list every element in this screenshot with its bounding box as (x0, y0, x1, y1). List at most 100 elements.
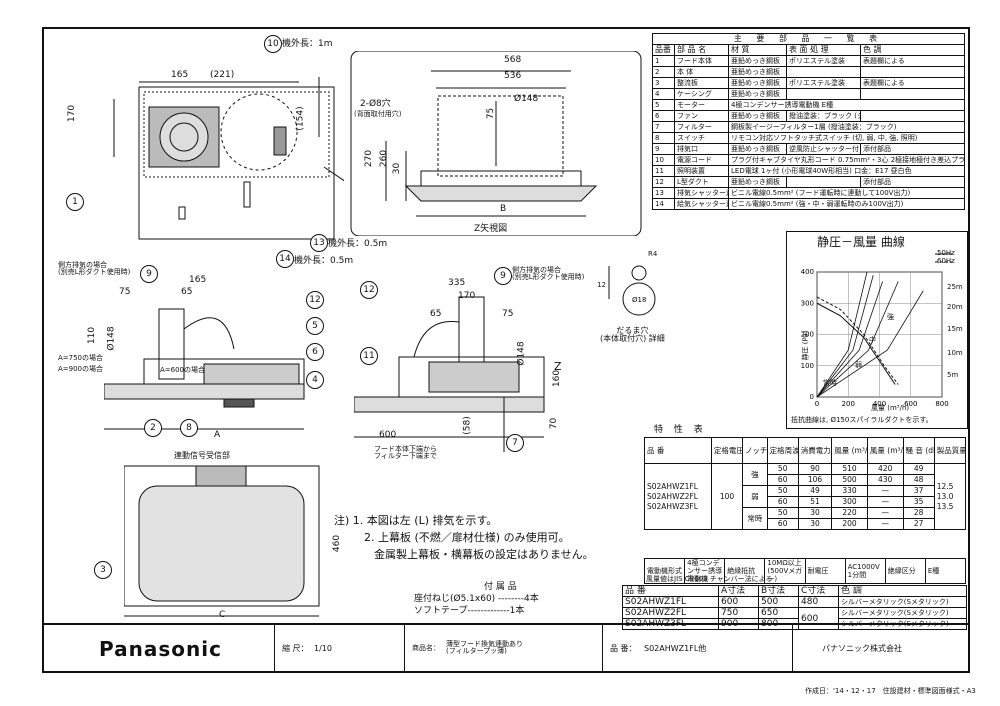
pq-duct-curve (816, 275, 874, 398)
spec-cell: 30 (797, 518, 833, 530)
duct-10m: 10m (947, 349, 963, 357)
spec-cell: 37 (902, 485, 935, 497)
dim-cell: S02AHWZ1FL (622, 596, 719, 608)
parts-cell: ビニル電線0.5mm² (強・中・弱運転時のみ100V出力) (727, 198, 966, 210)
parts-cell: ビニル電線0.5mm² (フード運転時に連動して100V出力) (727, 187, 966, 199)
spec-cell: 28 (902, 507, 935, 519)
spec-header: 定格周波数 (Hz) (766, 437, 799, 464)
pq-y-tick: 400 (801, 268, 814, 276)
parts-cell: モーター (674, 99, 729, 111)
parts-header: 材 質 (728, 44, 787, 56)
spec-model: S02AHWZ3FL (647, 501, 698, 511)
callout-9-right: 9 (494, 267, 512, 285)
legend-50hz: 50Hz (937, 249, 955, 257)
parts-cell: 亜鉛めっき鋼板 (728, 55, 787, 67)
parts-cell: 表題欄による (859, 77, 966, 89)
spec-cell: 106 (797, 474, 833, 486)
spec-header: 騒 音 (dB) (902, 437, 935, 464)
dim-335: 335 (448, 278, 466, 288)
parts-table-title: 主 要 部 品 一 覧 表 (651, 33, 966, 45)
parts-row: 13排気シャッター連動線ビニル電線0.5mm² (フード運転時に連動して100V… (652, 187, 966, 199)
dim-d148-side: Ø148 (106, 326, 117, 351)
spec-cell: 49 (902, 463, 935, 475)
spec-cell: — (866, 507, 904, 519)
accessory-item: 座付ねじ(Ø5.1x60) --------4本 (414, 594, 539, 604)
parts-cell: 10 (652, 154, 675, 166)
parts-cell: 14 (652, 198, 675, 210)
spec-header: 定格電圧 (V) (710, 437, 744, 464)
parts-cell (786, 176, 861, 188)
spec-cell: — (866, 518, 904, 530)
model-label: 品 番： (610, 644, 637, 653)
spec-cell: 60 (766, 518, 799, 530)
spec-table-title: 特 性 表 (654, 425, 707, 435)
pq-x-tick: 200 (842, 400, 855, 408)
parts-cell: フィルター (674, 121, 729, 133)
title-model-cell: 品 番： S02AHWZ1FL他 (602, 625, 793, 673)
dim-cell: シルバーメタリック(Sメタリック) (838, 607, 967, 619)
parts-cell: 亜鉛めっき鋼板 (728, 66, 787, 78)
title-block: Panasonic 縮 尺： 1/10 商品名： 薄型フード換気連動あり (フィ… (44, 623, 968, 673)
parts-cell: ポリエステル塗装 (786, 77, 861, 89)
pq-y-tick: 100 (801, 362, 814, 370)
note-3: 金属製上幕板・横幕板の設定はありません。 (374, 548, 594, 561)
dim-b: B (500, 204, 507, 214)
spec-cell: 30 (797, 507, 833, 519)
cable-14-label: 機外長：0.5m (294, 256, 354, 266)
dim-header: B寸法 (758, 585, 799, 597)
parts-cell: スイッチ (674, 132, 729, 144)
parts-header: 表 面 処 理 (786, 44, 861, 56)
parts-cell: 排気シャッター連動線 (674, 187, 729, 199)
spec-extra-cell: 4極コンデンサー誘導電動機 (684, 558, 726, 584)
side-view-left (104, 308, 305, 430)
parts-cell: 亜鉛めっき鋼板 (728, 176, 787, 188)
parts-cell: 照明装置 (674, 165, 729, 177)
spec-extra-cell: AC1000V 1分間 (844, 558, 886, 584)
parts-table: 主 要 部 品 一 覧 表 品番 部 品 名 材 質 表 面 処 理 色 調 1… (651, 33, 966, 210)
dim-165: 165 (171, 70, 189, 80)
parts-cell: 9 (652, 143, 675, 155)
spec-cell: — (866, 485, 904, 497)
z-view-title: Z矢視図 (474, 224, 508, 234)
title-logo-cell: Panasonic (44, 625, 275, 673)
spec-cell: 35 (902, 496, 935, 508)
parts-cell: 排気口 (674, 143, 729, 155)
callout-13: 13 (310, 234, 328, 252)
pq-xlabel: 風量 (m³/h) (871, 404, 910, 412)
parts-cell: 亜鉛めっき鋼板 (728, 110, 787, 122)
region-weak: 弱 (855, 361, 862, 369)
spec-cell: 60 (766, 474, 799, 486)
spec-cell: 330 (831, 485, 868, 497)
name-label: 商品名： (412, 644, 440, 652)
pq-duct-curve (816, 271, 868, 398)
spec-model: S02AHWZ1FL (647, 481, 698, 491)
spec-weight: 13.5 (936, 501, 954, 511)
parts-cell: プラグ付キャブタイヤ丸形コード 0.75mm²・3心 2極接地極付き差込プラグ (727, 154, 966, 166)
dim-r4: R4 (648, 250, 658, 258)
parts-cell: 8 (652, 132, 675, 144)
dim-165-side: 165 (189, 275, 207, 285)
model-value: S02AHWZ1FL他 (644, 644, 707, 653)
spec-notch: 弱 (742, 485, 768, 508)
parts-cell: 整流板 (674, 77, 729, 89)
cable-13-label: 機外長：0.5m (328, 239, 388, 249)
parts-cell: 4極コンデンサー誘導電動機 E種 (727, 99, 966, 111)
callout-7: 7 (506, 434, 524, 452)
callout-1: 1 (66, 193, 84, 211)
callout-3: 3 (94, 561, 112, 579)
hood-filter-note: フード本体下端から フィルター下端まで (374, 445, 437, 460)
parts-cell: フード本体 (674, 55, 729, 67)
parts-header: 部 品 名 (674, 44, 729, 56)
callout-9-left: 9 (140, 265, 158, 283)
parts-cell: ファン (674, 110, 729, 122)
spec-cell: 90 (797, 463, 833, 475)
dim-70: 70 (549, 417, 560, 430)
dim-cell: 480 (798, 596, 839, 608)
dim-a: A (214, 430, 221, 440)
spec-cell: 50 (766, 485, 799, 497)
